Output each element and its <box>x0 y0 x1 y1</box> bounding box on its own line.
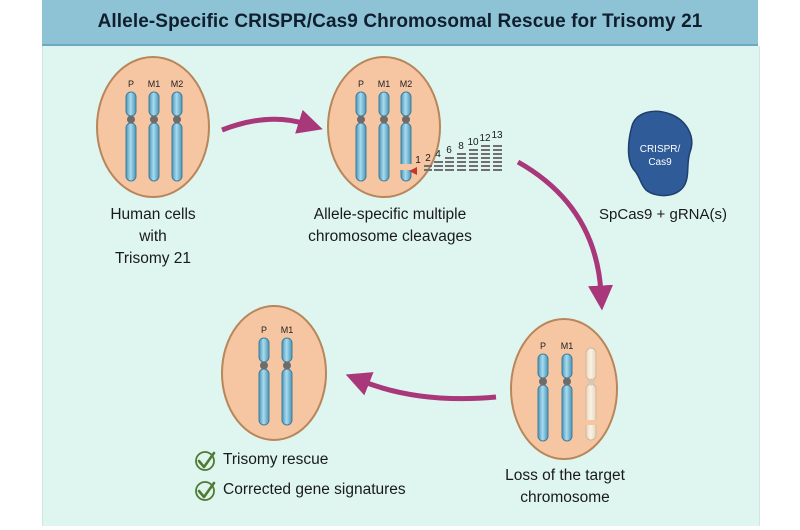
chromosome-label-m1: M1 <box>378 79 391 89</box>
cas9-protein-icon <box>627 110 693 197</box>
outcome-item: Trisomy rescue <box>193 451 328 469</box>
outcome-item: Corrected gene signatures <box>193 481 406 499</box>
chromosome-label-p: P <box>261 325 267 335</box>
chromosome-m2-lost <box>585 347 597 441</box>
chromosome-label-m2: M2 <box>400 79 413 89</box>
cell-trisomy: P M1 M2 <box>96 56 210 198</box>
cleavage-number: 1 <box>415 155 421 166</box>
chromosome-p <box>125 91 137 182</box>
crispr-agent-label: SpCas9 + gRNA(s) <box>599 206 727 223</box>
diagram-title: Allele-Specific CRISPR/Cas9 Chromosomal … <box>97 11 703 32</box>
cleavage-number: 6 <box>446 145 452 156</box>
chromosome-m1 <box>561 353 573 442</box>
fragment-bars <box>424 145 502 171</box>
chromosome-p <box>258 337 270 426</box>
cleavage-number: 12 <box>479 133 491 144</box>
cell-chromosome-loss: P M1 <box>510 318 618 460</box>
cleavage-number: 10 <box>467 137 479 148</box>
step1-caption: Human cells with Trisomy 21 <box>110 206 196 267</box>
cas9-label: Cas9 <box>648 157 672 168</box>
process-arrow-3 <box>345 372 497 402</box>
outcome-label: Trisomy rescue <box>223 451 329 468</box>
cleavage-fragments: 1 2 4 6 8 10 12 13 <box>409 130 503 175</box>
cleavage-number: 2 <box>425 153 431 164</box>
cleavage-number: 8 <box>458 141 464 152</box>
cleavage-number: 4 <box>435 149 441 160</box>
check-icon <box>195 451 216 471</box>
cleavage-number: 13 <box>491 130 503 141</box>
chromosome-m1 <box>148 91 160 182</box>
chromosome-label-m1: M1 <box>148 79 161 89</box>
cell-cleavage: P M1 M2 <box>327 56 441 198</box>
process-arrow-1 <box>221 109 323 134</box>
chromosome-label-m1: M1 <box>561 341 574 351</box>
step3-caption: Loss of the target chromosome <box>505 467 625 506</box>
chromosome-p <box>537 353 549 442</box>
chromosome-p <box>355 91 367 182</box>
cell-rescued: P M1 <box>221 305 327 441</box>
chromosome-m2-cut <box>400 91 412 182</box>
cut-marker-icon <box>409 167 417 175</box>
step2-caption: Allele-specific multiple chromosome clea… <box>308 206 472 245</box>
chromosome-label-p: P <box>128 79 134 89</box>
chromosome-label-p: P <box>358 79 364 89</box>
chromosome-m2 <box>171 91 183 182</box>
chromosome-label-p: P <box>540 341 546 351</box>
check-icon <box>195 481 216 501</box>
chromosome-m1 <box>378 91 390 182</box>
crispr-cas9-complex: CRISPR/ Cas9 <box>627 110 693 197</box>
chromosome-label-m1: M1 <box>281 325 294 335</box>
crispr-label: CRISPR/ <box>640 144 681 155</box>
chromosome-m1 <box>281 337 293 426</box>
process-arrow-2 <box>516 159 614 311</box>
cell-membrane <box>221 305 327 441</box>
title-banner: Allele-Specific CRISPR/Cas9 Chromosomal … <box>42 0 758 46</box>
outcome-label: Corrected gene signatures <box>223 481 406 498</box>
chromosome-label-m2: M2 <box>171 79 184 89</box>
